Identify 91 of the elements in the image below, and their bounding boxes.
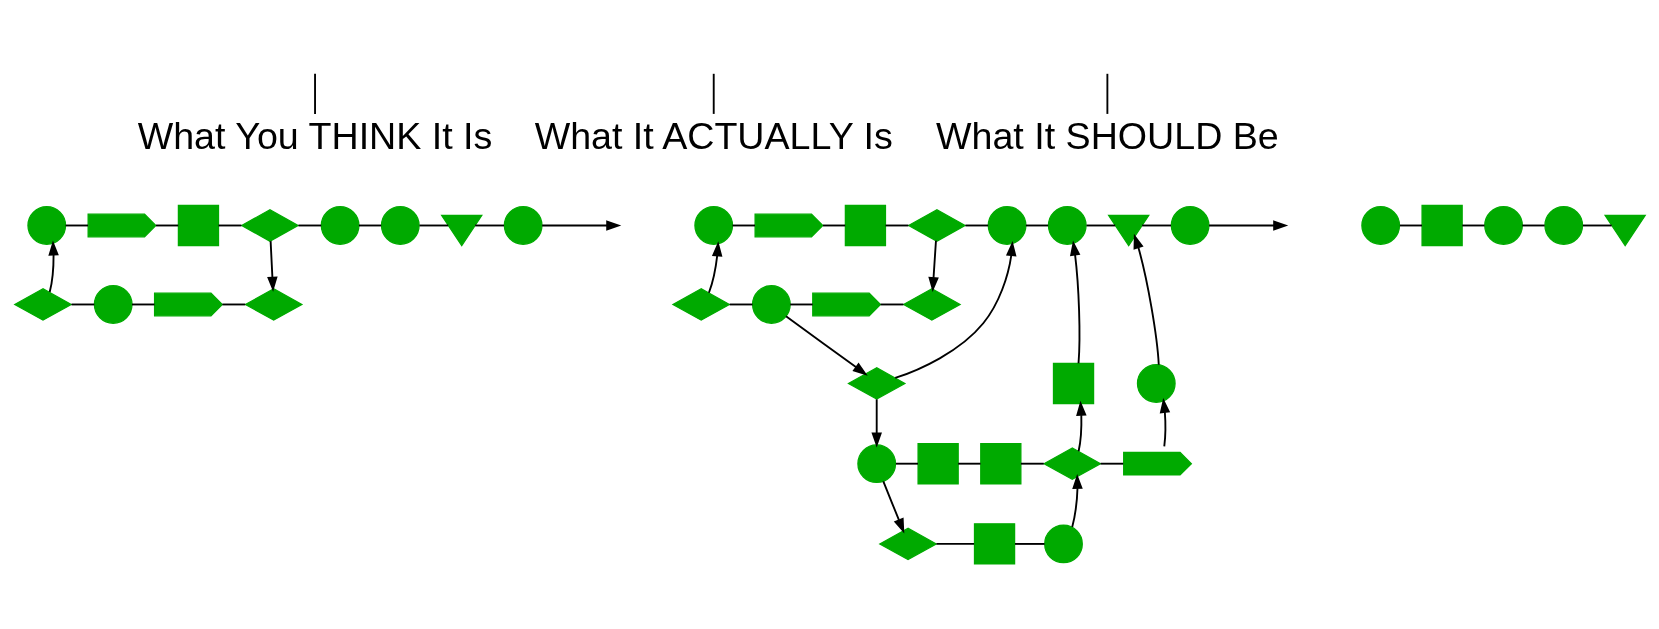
node-triangle <box>1603 214 1646 247</box>
connector <box>1398 224 1423 227</box>
node-display <box>1122 451 1192 476</box>
connector <box>712 72 715 115</box>
node-text: What It SHOULD Be <box>935 115 1279 158</box>
node-circle <box>380 206 420 245</box>
node-display <box>753 213 824 238</box>
connector <box>1013 543 1045 545</box>
node-box <box>177 204 219 247</box>
connector <box>956 462 981 465</box>
arrow <box>1207 220 1288 231</box>
node-diamond <box>13 288 72 321</box>
node-triangle <box>440 214 483 247</box>
connector <box>894 462 919 465</box>
node-text: What You THINK It Is <box>137 115 492 158</box>
node-circle <box>856 444 896 484</box>
connector <box>357 224 382 227</box>
arrow <box>1159 398 1170 448</box>
arrow <box>881 480 904 534</box>
connector <box>1105 72 1108 115</box>
node-box <box>916 443 959 485</box>
node-display <box>153 292 223 317</box>
node-circle <box>1543 206 1583 245</box>
connector <box>130 303 155 306</box>
connector <box>473 224 505 227</box>
connector <box>70 303 95 306</box>
node-box <box>979 443 1021 485</box>
arrow <box>927 239 939 293</box>
node-diamond <box>878 527 938 561</box>
arrow <box>707 241 722 294</box>
connector <box>884 224 909 227</box>
node-circle <box>1360 206 1400 245</box>
connector <box>217 224 242 227</box>
connector <box>1140 224 1172 227</box>
node-triangle <box>1106 214 1150 247</box>
node-circle <box>1483 206 1523 245</box>
connector <box>788 303 814 306</box>
node-circle <box>1136 364 1176 403</box>
node-diamond <box>243 288 303 321</box>
node-box <box>1052 362 1094 405</box>
node-diamond <box>906 209 966 242</box>
node-display <box>811 292 881 317</box>
node-display <box>87 213 157 238</box>
node-circle <box>1047 206 1087 245</box>
arrow <box>266 240 278 292</box>
connector <box>64 224 89 227</box>
node-circle <box>1043 524 1083 564</box>
arrow <box>893 240 1016 379</box>
connector <box>1520 224 1546 227</box>
connector <box>731 224 756 227</box>
connector <box>154 224 179 227</box>
arrow <box>1075 400 1087 453</box>
node-box <box>973 523 1015 565</box>
node-diamond <box>671 288 731 321</box>
arrow <box>784 315 868 376</box>
arrow <box>1070 473 1083 528</box>
connector <box>821 224 846 227</box>
connector <box>879 303 904 306</box>
connector <box>1085 224 1116 227</box>
node-circle <box>693 206 733 245</box>
connector <box>220 303 246 306</box>
connector <box>728 303 753 306</box>
node-circle <box>987 206 1026 245</box>
arrow <box>47 240 59 293</box>
node-circle <box>503 206 543 245</box>
node-circle <box>320 206 360 245</box>
node-diamond <box>239 209 299 242</box>
node-circle <box>751 285 791 324</box>
connector <box>963 224 989 227</box>
connector <box>1460 224 1485 227</box>
node-circle <box>1170 206 1210 245</box>
connector <box>1019 462 1045 465</box>
connector <box>313 72 316 115</box>
node-diamond <box>1042 447 1102 481</box>
arrow <box>1069 240 1080 365</box>
node-diamond <box>846 367 906 400</box>
node-circle <box>26 206 66 245</box>
arrow <box>1133 233 1160 366</box>
node-circle <box>93 285 133 324</box>
arrow <box>540 220 621 231</box>
node-diamond <box>901 288 961 321</box>
connector <box>1024 224 1049 227</box>
node-box <box>1420 204 1463 247</box>
node-text: What It ACTUALLY Is <box>534 115 893 158</box>
connector <box>1581 224 1613 227</box>
connector <box>297 224 322 227</box>
arrow <box>870 398 882 448</box>
connector <box>418 224 449 227</box>
connector <box>1099 462 1124 465</box>
node-box <box>844 204 886 247</box>
connector <box>935 543 975 545</box>
